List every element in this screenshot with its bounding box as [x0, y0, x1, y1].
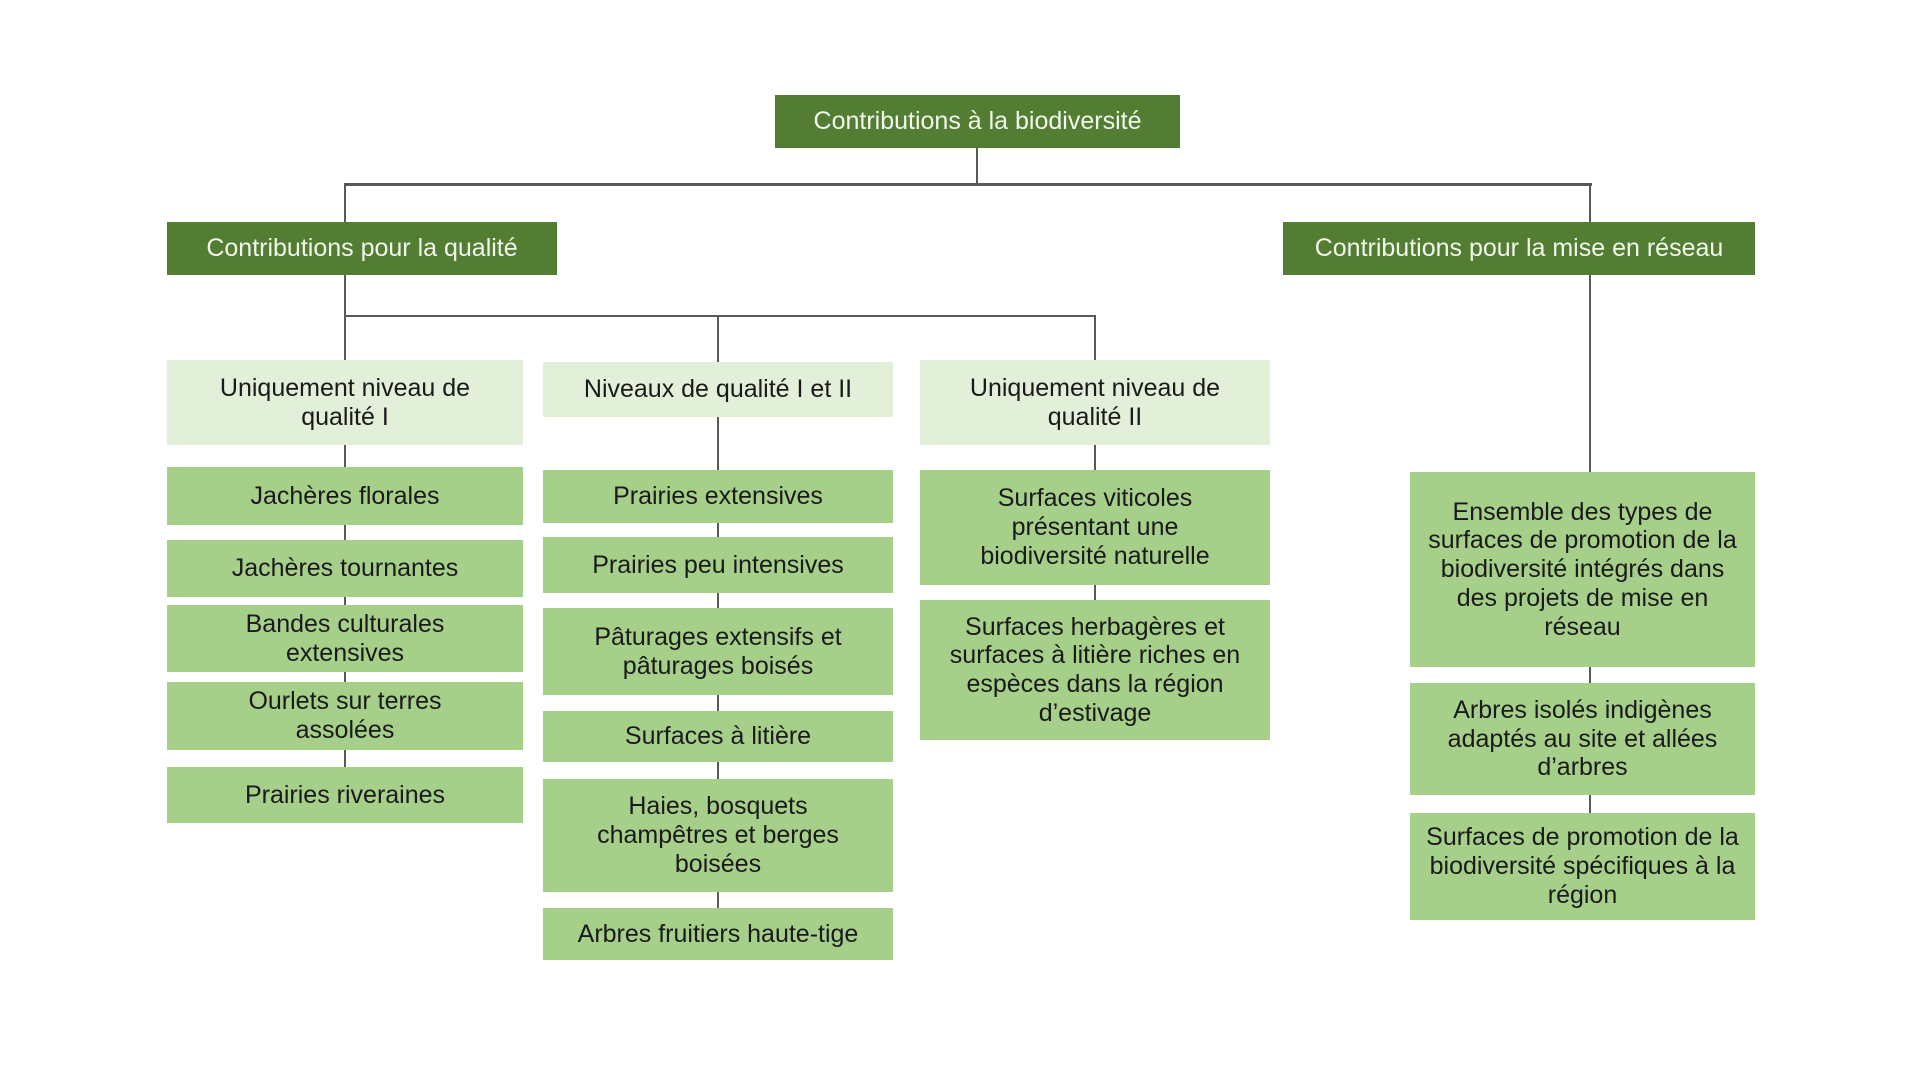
- node-col2-header-label: Niveaux de qualité I et II: [583, 375, 853, 404]
- node-label: Bandes culturales extensives: [245, 609, 445, 667]
- node-col2-item-3: Surfaces à litière: [543, 711, 893, 762]
- node-root-label: Contributions à la biodiversité: [813, 107, 1142, 136]
- node-label: Haies, bosquets champêtres et berges boi…: [597, 792, 839, 878]
- node-label: Prairies extensives: [613, 482, 823, 511]
- node-root: Contributions à la biodiversité: [775, 95, 1180, 148]
- node-label: Arbres fruitiers haute-tige: [577, 919, 859, 948]
- connector-quality-stem: [344, 275, 346, 317]
- node-label: Prairies riveraines: [244, 780, 446, 809]
- node-network-branch-label: Contributions pour la mise en réseau: [1314, 234, 1724, 263]
- node-label: Arbres isolés indigènes adaptés au site …: [1447, 695, 1718, 782]
- node-network-item-0: Ensemble des types de surfaces de promot…: [1410, 472, 1755, 667]
- node-col2-item-2: Pâturages extensifs et pâturages boisés: [543, 608, 893, 695]
- node-col1-item-4: Prairies riveraines: [167, 767, 523, 823]
- node-network-branch: Contributions pour la mise en réseau: [1283, 222, 1755, 275]
- node-col1-header-label: Uniquement niveau de qualité I: [219, 373, 471, 431]
- node-label: Surfaces de promotion de la biodiversité…: [1426, 823, 1739, 909]
- node-network-item-2: Surfaces de promotion de la biodiversité…: [1410, 813, 1755, 920]
- node-col2-item-5: Arbres fruitiers haute-tige: [543, 908, 893, 960]
- node-col1-header: Uniquement niveau de qualité I: [167, 360, 523, 445]
- node-col2-item-0: Prairies extensives: [543, 470, 893, 523]
- node-col1-item-0: Jachères florales: [167, 467, 523, 525]
- node-label: Surfaces viticoles présentant une biodiv…: [980, 484, 1210, 570]
- node-label: Pâturages extensifs et pâturages boisés: [594, 622, 842, 680]
- node-label: Jachères tournantes: [231, 554, 459, 583]
- node-col1-item-1: Jachères tournantes: [167, 540, 523, 597]
- node-label: Ensemble des types de surfaces de promot…: [1428, 497, 1737, 641]
- node-label: Prairies peu intensives: [592, 550, 844, 579]
- node-label: Jachères florales: [250, 481, 440, 510]
- node-col1-item-3: Ourlets sur terres assolées: [167, 682, 523, 750]
- connector-sub-horizontal: [344, 315, 1096, 317]
- node-col3-header-label: Uniquement niveau de qualité II: [969, 373, 1221, 431]
- node-col1-item-2: Bandes culturales extensives: [167, 605, 523, 672]
- connector-col3-spine: [1094, 315, 1096, 600]
- connector-main-horizontal: [344, 183, 1592, 186]
- node-col2-item-1: Prairies peu intensives: [543, 537, 893, 593]
- node-col3-item-0: Surfaces viticoles présentant une biodiv…: [920, 470, 1270, 585]
- node-label: Surfaces à litière: [624, 722, 812, 751]
- node-col3-header: Uniquement niveau de qualité II: [920, 360, 1270, 445]
- connector-quality-drop: [344, 183, 346, 222]
- node-col2-item-4: Haies, bosquets champêtres et berges boi…: [543, 779, 893, 892]
- node-quality-branch: Contributions pour la qualité: [167, 222, 557, 275]
- node-col2-header: Niveaux de qualité I et II: [543, 362, 893, 417]
- connector-network-drop: [1589, 183, 1591, 222]
- node-quality-branch-label: Contributions pour la qualité: [206, 234, 518, 263]
- node-network-item-1: Arbres isolés indigènes adaptés au site …: [1410, 683, 1755, 795]
- node-label: Surfaces herbagères et surfaces à litièr…: [949, 612, 1241, 727]
- node-col3-item-1: Surfaces herbagères et surfaces à litièr…: [920, 600, 1270, 740]
- connector-root-drop: [976, 148, 978, 186]
- node-label: Ourlets sur terres assolées: [248, 687, 442, 744]
